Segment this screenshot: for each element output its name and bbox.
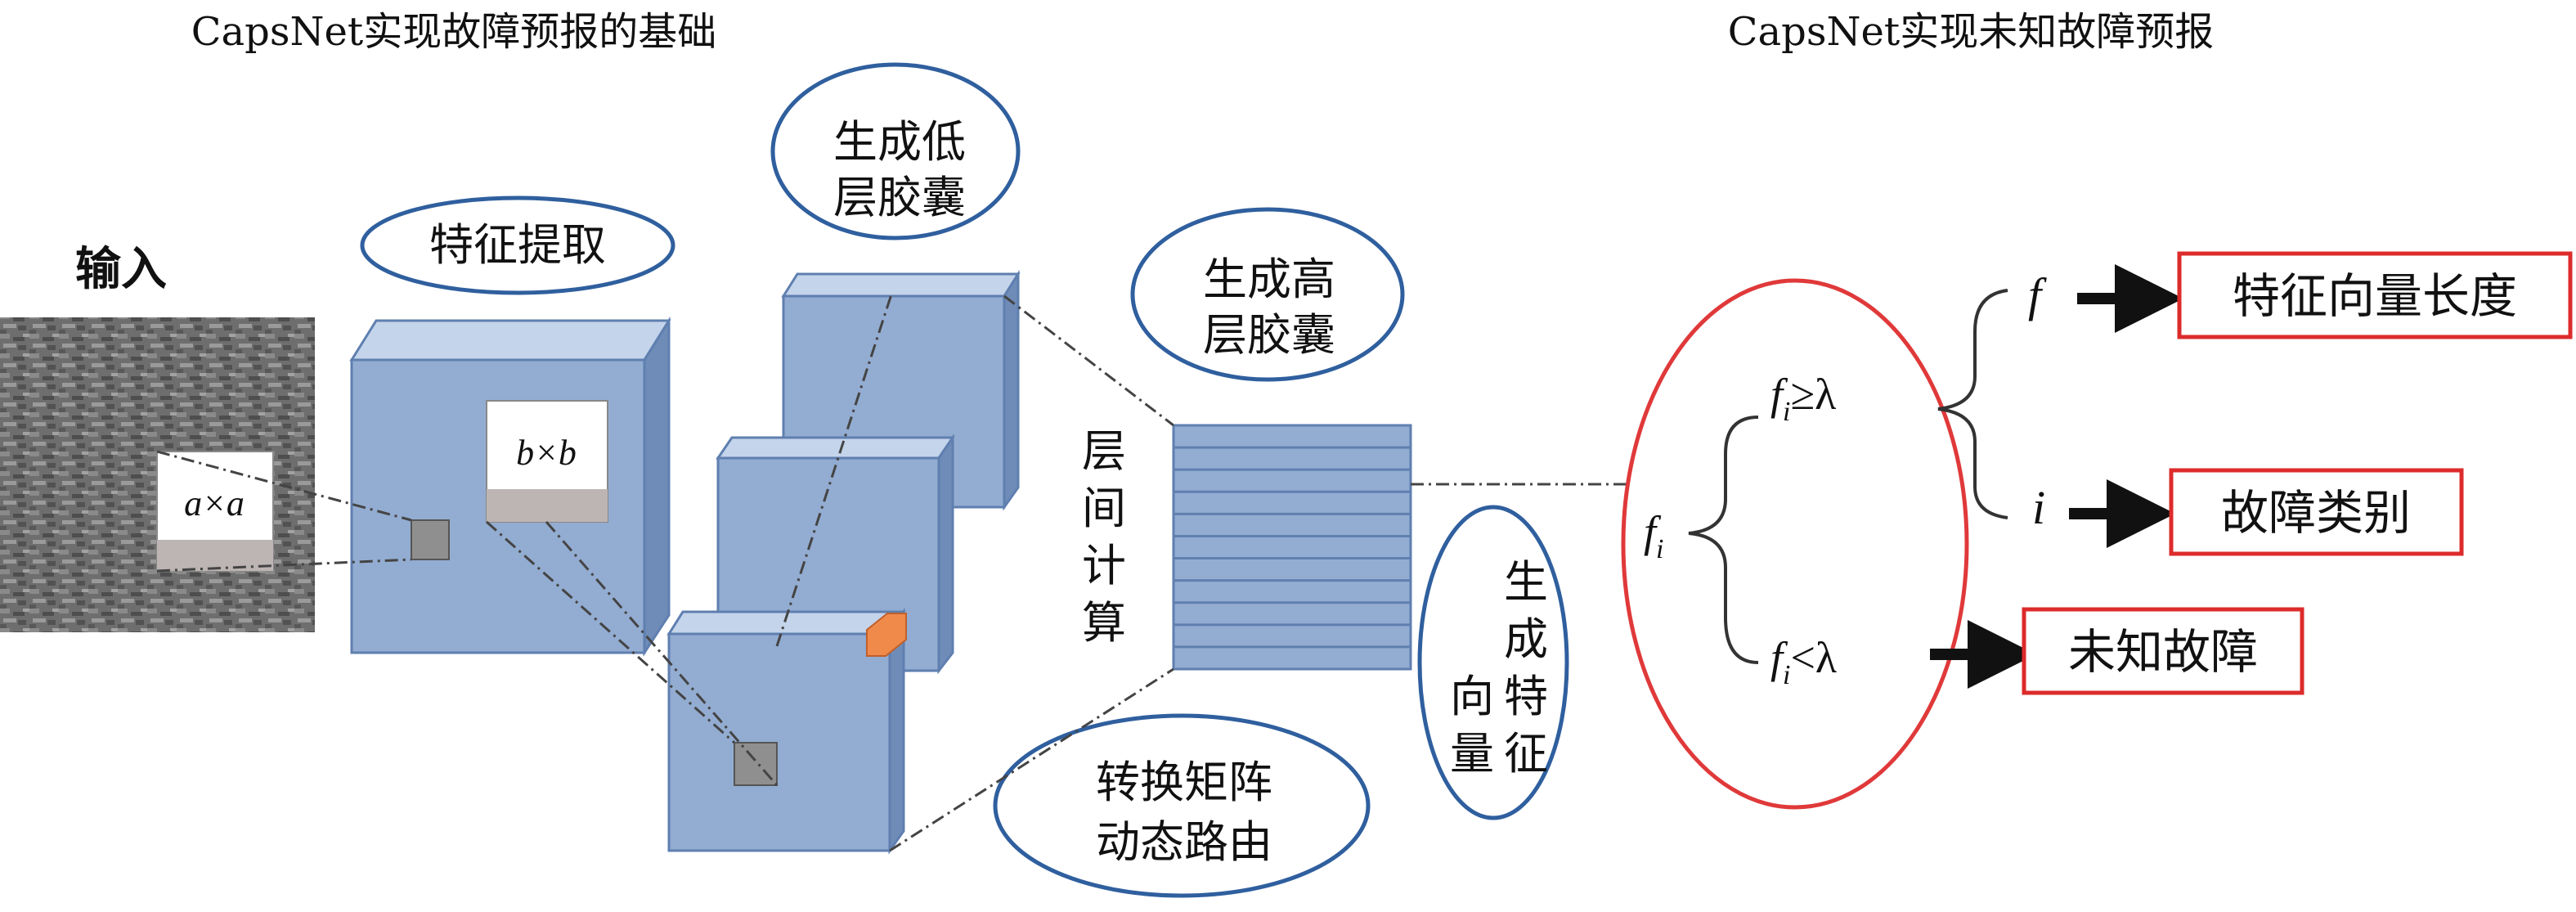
window-a-label: a×a	[184, 483, 245, 523]
feature-vector-label: 向 量 生 成 特 征	[1450, 556, 1548, 779]
svg-text:计: 计	[1082, 540, 1126, 591]
capsule-cube-front	[666, 607, 906, 855]
feature-extraction-label: 特征提取	[429, 219, 606, 271]
fi-ge-lambda: fi≥λ	[1770, 370, 1836, 427]
input-window: a×a	[156, 451, 274, 572]
capsule-accent	[866, 613, 907, 657]
heading-right: CapsNet实现未知故障预报	[1728, 9, 2214, 55]
fi-lt-lambda: fi<λ	[1770, 633, 1837, 690]
svg-text:间: 间	[1082, 483, 1126, 534]
fi-brace	[1688, 416, 1759, 664]
feature-window: b×b	[486, 400, 608, 523]
connector-lines	[156, 294, 1627, 852]
high-capsule-label-2: 层胶囊	[1203, 309, 1335, 361]
feature-map-patch	[411, 519, 450, 560]
fi-label: fi	[1644, 507, 1663, 564]
unknown-fault-box	[2022, 607, 2304, 695]
feature-length-box	[2177, 251, 2573, 339]
heading-left: CapsNet实现故障预报的基础	[191, 9, 716, 55]
svg-text:量: 量	[1450, 728, 1494, 779]
low-capsule-label-2: 层胶囊	[833, 172, 966, 223]
inter-layer-label: 层 间 计 算	[1082, 425, 1126, 649]
svg-text:生: 生	[1504, 556, 1548, 608]
svg-text:层: 层	[1082, 425, 1126, 477]
transform-routing-bubble	[993, 713, 1371, 898]
feature-extraction-bubble	[360, 195, 675, 295]
decision-ellipse	[1621, 278, 1969, 810]
feature-length-label: 特征向量长度	[2233, 268, 2517, 324]
unknown-fault-label: 未知故障	[2068, 624, 2258, 680]
output-arrows	[1930, 264, 2183, 689]
low-capsule-bubble	[770, 62, 1021, 240]
feature-vector-bubble	[1417, 505, 1569, 820]
svg-text:特: 特	[1504, 671, 1548, 722]
routing-label: 动态路由	[1096, 816, 1272, 868]
transform-label: 转换矩阵	[1096, 757, 1272, 808]
svg-text:向: 向	[1450, 671, 1494, 722]
fault-class-label: 故障类别	[2221, 485, 2411, 541]
svg-text:成: 成	[1504, 613, 1548, 665]
window-b-label: b×b	[516, 433, 577, 473]
svg-text:征: 征	[1504, 728, 1548, 779]
high-capsule-label-1: 生成高	[1203, 254, 1335, 305]
fault-class-box	[2169, 468, 2464, 556]
svg-text:算: 算	[1082, 597, 1126, 649]
input-label: 输入	[75, 242, 167, 296]
f-label: f	[2028, 268, 2047, 321]
output-brace	[1937, 289, 2008, 519]
high-capsule-stack	[1172, 424, 1412, 671]
low-capsule-label-1: 生成低	[833, 116, 966, 168]
high-capsule-bubble	[1130, 207, 1405, 382]
i-label: i	[2032, 481, 2045, 534]
